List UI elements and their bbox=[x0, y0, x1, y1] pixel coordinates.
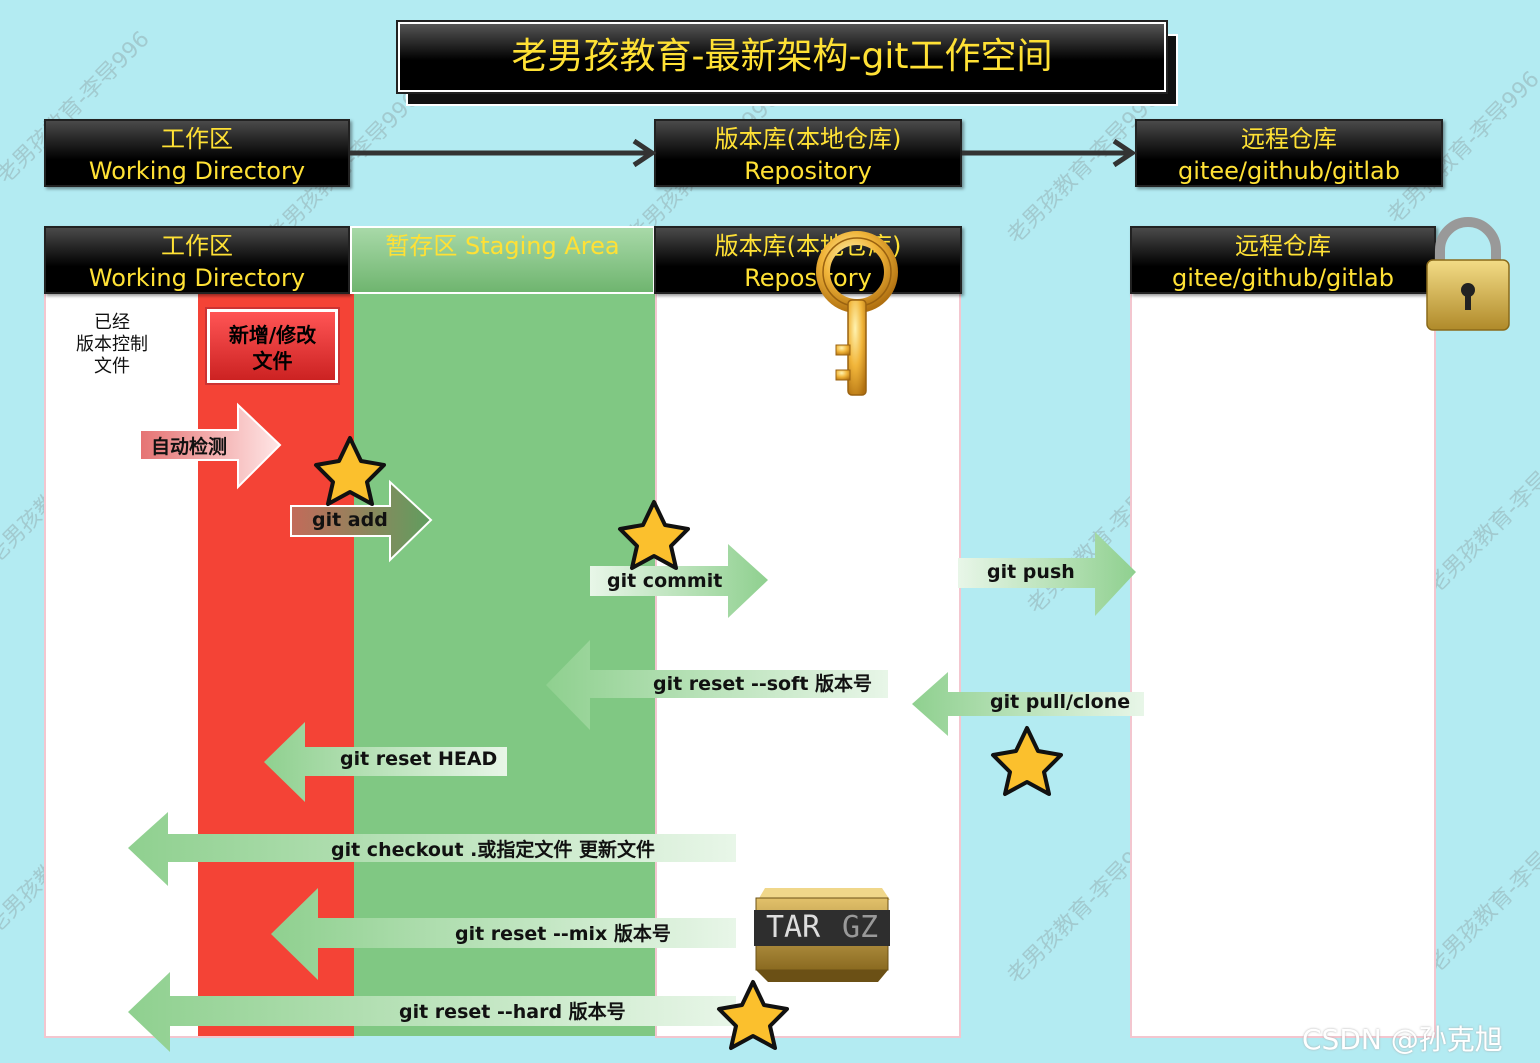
remote-cn: 远程仓库 bbox=[1235, 232, 1331, 260]
star-icon bbox=[717, 980, 789, 1050]
reset-mix-label: git reset --mix 版本号 bbox=[455, 923, 671, 945]
reset-soft-label: git reset --soft 版本号 bbox=[653, 673, 873, 695]
archive-tar-label: TAR bbox=[766, 910, 821, 945]
repo-en: Repository bbox=[744, 264, 872, 292]
key-icon bbox=[816, 231, 898, 396]
git-commit-label: git commit bbox=[607, 570, 723, 592]
pull-clone-label: git pull/clone bbox=[990, 691, 1131, 713]
csdn-credit: CSDN @孙克旭 bbox=[1302, 1023, 1503, 1056]
git-commit-arrow bbox=[590, 544, 768, 618]
git-push-arrow bbox=[958, 532, 1136, 616]
pull-clone-arrow bbox=[912, 672, 1144, 736]
new-file-line-1: 新增/修改 bbox=[228, 323, 317, 347]
page-title: 老男孩教育-最新架构-git工作空间 bbox=[398, 22, 1166, 92]
star-icon bbox=[314, 436, 386, 506]
top-working-cn: 工作区 bbox=[161, 125, 233, 153]
reset-hard-label: git reset --hard 版本号 bbox=[399, 1001, 626, 1023]
top-working-en: Working Directory bbox=[88, 157, 306, 185]
working-directory-header: 工作区 Working Directory bbox=[44, 226, 350, 294]
new-modified-file-box: 新增/修改 文件 bbox=[207, 309, 338, 383]
git-add-arrow bbox=[290, 479, 433, 563]
reset-head-label: git reset HEAD bbox=[340, 748, 498, 770]
archive-gz-label: GZ bbox=[842, 910, 879, 945]
tracked-line-2: 版本控制 bbox=[76, 334, 148, 355]
working-stripe bbox=[198, 292, 354, 1036]
top-repository-box: 版本库(本地仓库) Repository bbox=[654, 119, 962, 187]
stripe-divider bbox=[190, 292, 198, 1036]
top-repo-en: Repository bbox=[744, 157, 872, 185]
git-add-label: git add bbox=[312, 509, 388, 531]
staging-area-header: 暂存区 Staging Area bbox=[350, 226, 655, 294]
top-repo-cn: 版本库(本地仓库) bbox=[714, 125, 902, 153]
reset-hard-arrow bbox=[128, 972, 736, 1052]
reset-head-arrow bbox=[264, 722, 507, 802]
top-remote-cn: 远程仓库 bbox=[1241, 125, 1337, 153]
auto-detect-arrow bbox=[139, 402, 282, 490]
padlock-icon bbox=[1426, 217, 1510, 331]
star-icon bbox=[991, 726, 1063, 796]
top-working-directory-box: 工作区 Working Directory bbox=[44, 119, 350, 187]
tar-gz-archive-icon bbox=[754, 888, 890, 982]
working-en: Working Directory bbox=[88, 264, 306, 292]
staging-en: Staging Area bbox=[465, 232, 620, 260]
top-remote-en: gitee/github/gitlab bbox=[1178, 157, 1400, 185]
repository-header: 版本库(本地仓库) Repository bbox=[654, 226, 962, 294]
remote-column bbox=[1130, 292, 1436, 1038]
star-icon bbox=[618, 500, 690, 570]
top-arrow-repo-to-remote bbox=[962, 138, 1137, 168]
reset-soft-arrow bbox=[546, 640, 888, 730]
tracked-files-note: 已经 版本控制 文件 bbox=[56, 312, 168, 378]
remote-en: gitee/github/gitlab bbox=[1172, 264, 1394, 292]
new-file-line-2: 文件 bbox=[252, 349, 293, 373]
top-remote-box: 远程仓库 gitee/github/gitlab bbox=[1135, 119, 1443, 187]
git-push-label: git push bbox=[987, 561, 1075, 583]
staging-area-column bbox=[354, 292, 655, 1036]
checkout-arrow bbox=[128, 812, 736, 886]
reset-mix-arrow bbox=[271, 888, 736, 980]
tracked-line-3: 文件 bbox=[94, 356, 130, 377]
tracked-line-1: 已经 bbox=[94, 312, 130, 333]
top-arrow-working-to-repo bbox=[350, 138, 657, 168]
checkout-label: git checkout .或指定文件 更新文件 bbox=[331, 839, 655, 861]
auto-detect-label: 自动检测 bbox=[151, 436, 228, 458]
remote-header: 远程仓库 gitee/github/gitlab bbox=[1130, 226, 1436, 294]
working-cn: 工作区 bbox=[161, 232, 233, 260]
staging-cn: 暂存区 bbox=[385, 232, 458, 260]
